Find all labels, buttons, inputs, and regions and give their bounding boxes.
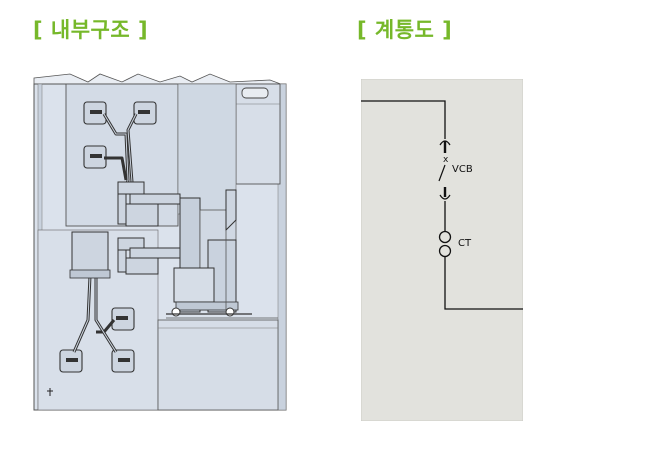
- svg-text:x: x: [443, 155, 449, 165]
- ct-label: CT: [458, 238, 472, 249]
- single-line-diagram-title: [ 계통도 ]: [357, 18, 453, 42]
- switchgear-internal-structure: [33, 73, 287, 411]
- vcb-label: VCB: [452, 164, 473, 175]
- internal-structure-title: [ 내부구조 ]: [33, 18, 149, 42]
- single-line-diagram: x VCB CT: [361, 79, 523, 421]
